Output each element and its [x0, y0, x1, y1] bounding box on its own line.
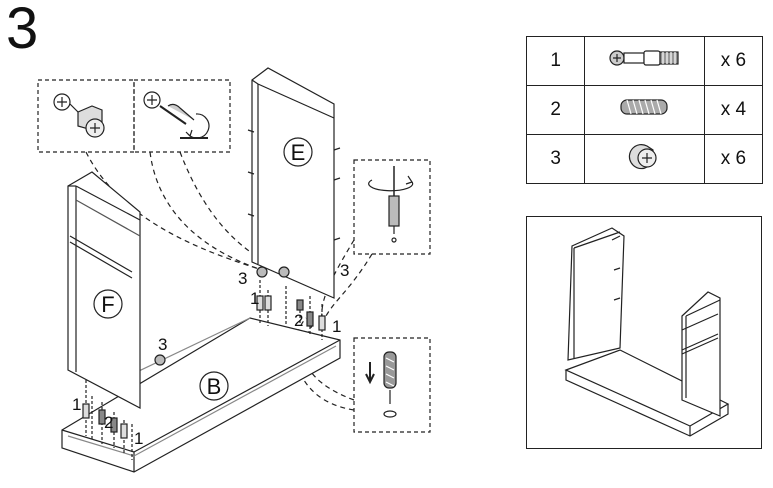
bolts-f	[82, 380, 133, 460]
panel-b-label: B	[207, 374, 222, 399]
rotate-screw-icon	[368, 166, 414, 243]
assembled-preview	[564, 227, 730, 437]
wood-dowel-icon	[620, 99, 669, 115]
callout-3-left: 3	[238, 269, 247, 288]
part-image	[584, 85, 705, 135]
parts-row: 1 x 6	[525, 36, 764, 86]
detail-cam-lock-box	[37, 79, 135, 153]
panel-e-label: E	[291, 140, 306, 165]
callout-2-e: 2	[294, 311, 303, 330]
parts-table: 1 x 6 2 x 4	[525, 36, 764, 184]
panel-e-circle	[283, 137, 313, 167]
part-quantity: x 6	[703, 134, 764, 184]
callout-1-e-right: 1	[332, 317, 341, 336]
callout-1-f-right: 1	[134, 429, 143, 448]
panel-f-circle	[93, 289, 123, 319]
callout-2-f: 2	[104, 413, 113, 432]
cam-bolt-icon	[609, 50, 680, 66]
panel-b-circle	[199, 371, 229, 401]
cam-lock-icon	[629, 144, 658, 170]
cam-locks-e	[256, 266, 290, 278]
parts-row: 3 x 6	[525, 134, 764, 184]
detail-rotate-box	[353, 159, 431, 255]
side-panel-e	[247, 67, 341, 299]
part-number: 1	[525, 36, 586, 86]
part-image	[584, 134, 705, 184]
cam-lock-detail-icon	[53, 93, 105, 138]
parts-row: 2 x 4	[525, 85, 764, 135]
part-image	[584, 36, 705, 86]
callout-3-front: 3	[158, 335, 167, 354]
assembled-preview-box	[526, 216, 762, 449]
detail-dowel-box	[353, 337, 431, 433]
dowel-insert-icon	[365, 351, 397, 418]
callout-3-right: 3	[340, 261, 349, 280]
panel-f-label: F	[101, 292, 114, 317]
base-panel-b	[61, 317, 341, 473]
screwdriver-cam-icon	[143, 91, 210, 139]
part-number: 2	[525, 85, 586, 135]
cam-lock-front	[154, 354, 166, 366]
step-number: 3	[6, 0, 39, 61]
part-quantity: x 4	[703, 85, 764, 135]
detail-screwdriver-box	[133, 79, 231, 153]
callout-1-e-left: 1	[250, 289, 259, 308]
bolts-e	[256, 280, 326, 340]
part-quantity: x 6	[703, 36, 764, 86]
part-number: 3	[525, 134, 586, 184]
callout-1-f-left: 1	[72, 395, 81, 414]
